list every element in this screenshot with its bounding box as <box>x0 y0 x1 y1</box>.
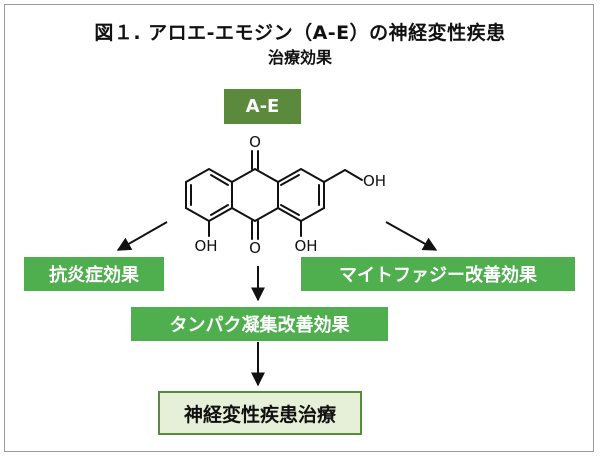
hydroxymethyl-bond <box>323 169 346 183</box>
atom-oh-left: OH <box>194 237 217 255</box>
atom-oh-right: OH <box>294 237 317 255</box>
effect-box-protein-aggregation: タンパク凝集改善効果 <box>131 307 388 341</box>
atom-o-bottom: O <box>249 239 261 257</box>
right-ring <box>277 167 325 223</box>
central-ring <box>231 167 279 223</box>
figure-frame <box>4 4 594 452</box>
aloe-emodin-label: A-E <box>224 89 301 124</box>
figure-title-line2: 治療効果 <box>267 48 332 67</box>
effect-box-anti-inflammatory: 抗炎症効果 <box>24 257 164 291</box>
arrow-to-mitophagy <box>385 221 438 251</box>
arrow-to-anti-inflammatory <box>116 221 168 251</box>
left-ring <box>185 167 233 223</box>
outcome-box: 神経変性疾患治療 <box>158 391 362 435</box>
figure-title: 図１. アロエ-エモジン（A-E）の神経変性疾患 <box>94 22 506 44</box>
atom-o-top: O <box>249 133 261 151</box>
effect-box-mitophagy: マイトファジー改善効果 <box>301 257 575 291</box>
atom-oh-hydroxymethyl: OH <box>363 172 386 190</box>
